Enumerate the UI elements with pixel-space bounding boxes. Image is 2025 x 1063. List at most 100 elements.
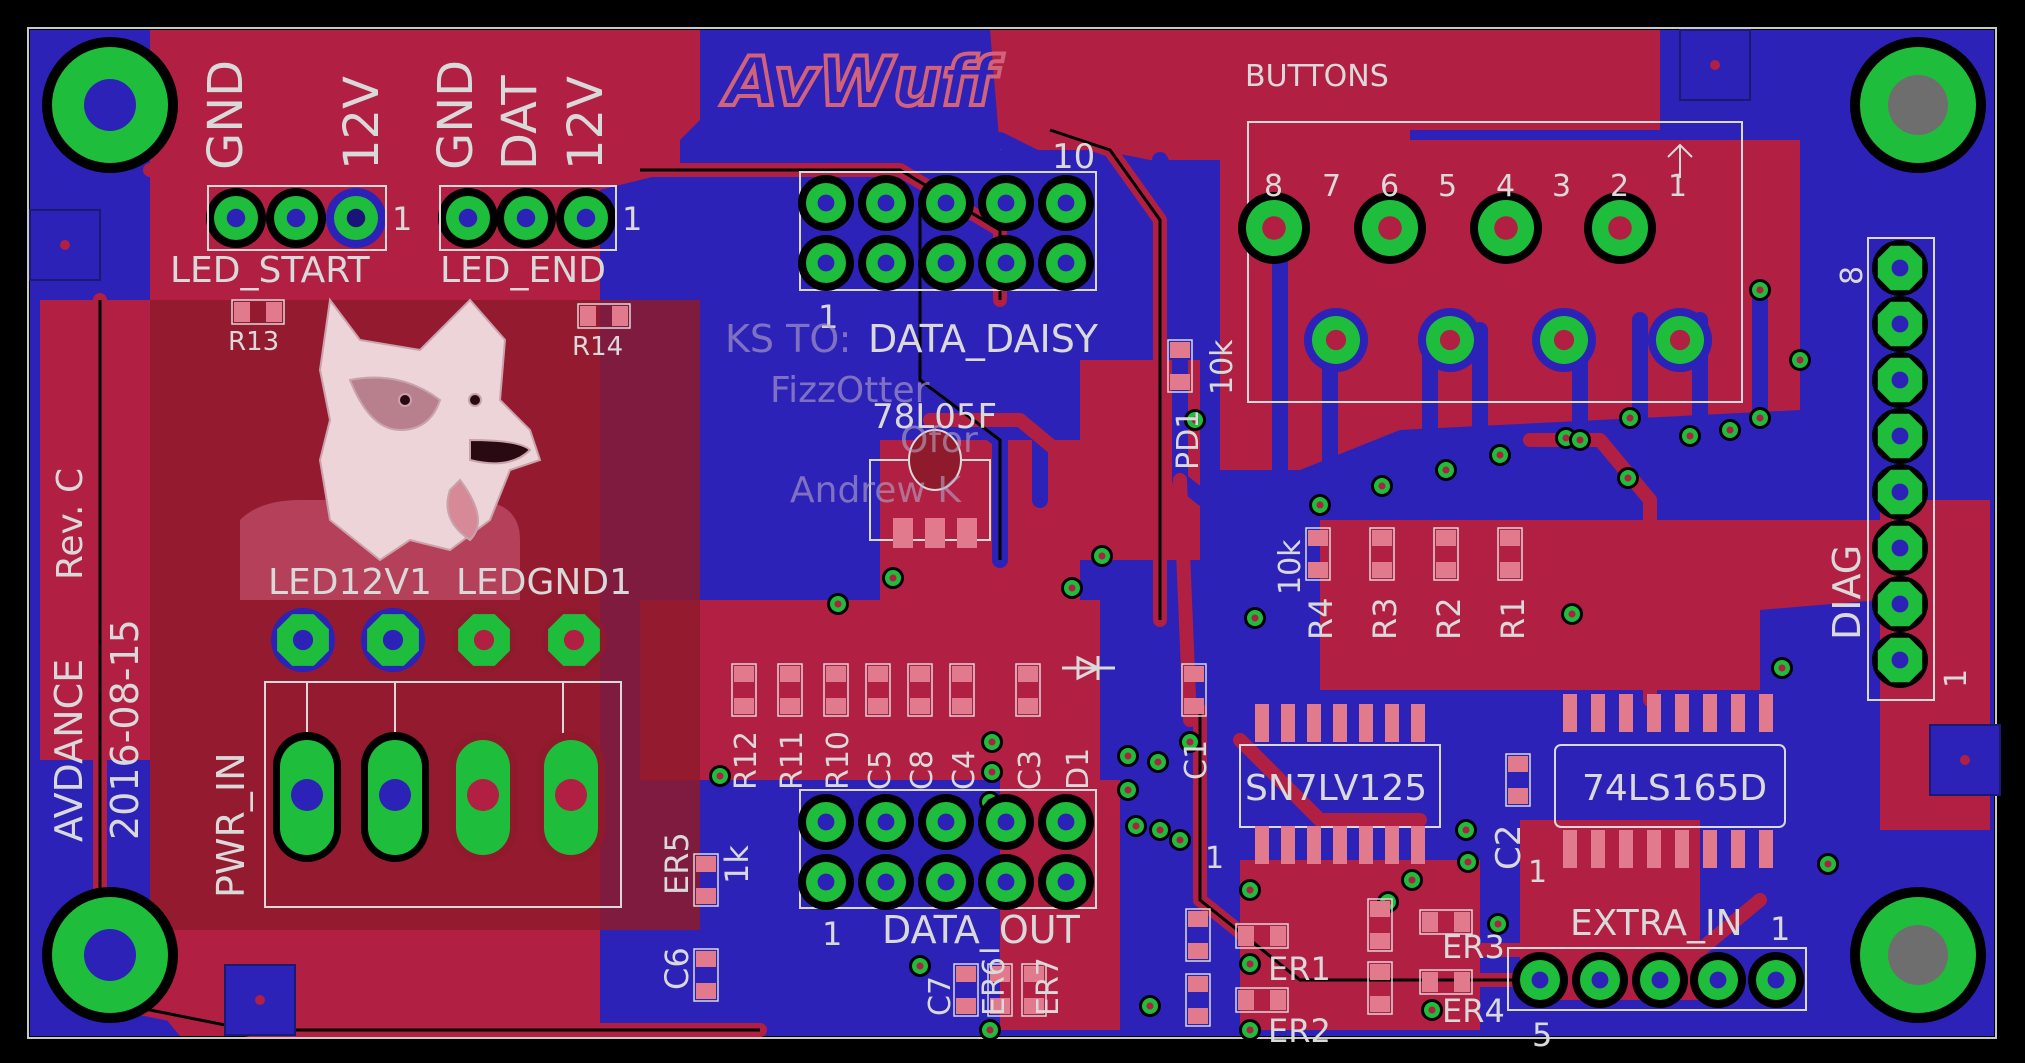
extra-in-pin5: 5 — [1532, 1016, 1552, 1054]
74ls165d-pin-top-5 — [1675, 694, 1689, 732]
led-end-label: LED_END — [440, 250, 606, 291]
left-array-part-1 — [731, 663, 757, 717]
sn7lv125-pin-top-7 — [1411, 704, 1425, 742]
sn7lv125-pin-top-2 — [1281, 704, 1295, 742]
r-array-part-3 — [1433, 527, 1459, 581]
label-d1: D1 — [1061, 748, 1096, 790]
label-c4: C4 — [947, 750, 982, 790]
led-end-pin1: 1 — [622, 200, 642, 238]
ic1-pin1: 1 — [1205, 841, 1224, 876]
thanks-line-1: KS TO: — [725, 317, 851, 361]
out-pin-bottom-5 — [1038, 854, 1094, 910]
74ls165d-pin-bottom-6 — [1703, 830, 1717, 868]
mounting-holes — [42, 37, 1986, 1023]
button-pin-label-3: 3 — [1552, 169, 1571, 204]
left-array-part-3 — [823, 663, 849, 717]
thanks-line-2: FizzOtter — [770, 370, 930, 411]
pin-label-12v-start: 12V — [334, 76, 390, 170]
label-r12: R12 — [729, 731, 764, 790]
pwr-in-terminal — [264, 681, 622, 908]
via-21 — [827, 593, 849, 615]
c7-label: C7 — [923, 976, 958, 1016]
sn7lv125-pin-bottom-7 — [1411, 826, 1425, 864]
pwr-in-slot-4 — [537, 732, 605, 862]
74ls165d-pin-bottom-1 — [1563, 830, 1577, 868]
pin-label-dat-end: DAT — [492, 75, 548, 170]
out-pin-top-2 — [858, 794, 914, 850]
daisy-pin-bottom-1 — [798, 235, 854, 291]
pin-label-gnd-end: GND — [428, 60, 484, 170]
left-array-part-7 — [1015, 663, 1041, 717]
r-array-part-2 — [1369, 527, 1395, 581]
r13-label: R13 — [228, 327, 279, 357]
74ls165d-label: 74LS165D — [1582, 768, 1767, 809]
daisy-pin-bottom-5 — [1038, 235, 1094, 291]
pwr-in-slot-3 — [449, 732, 517, 862]
via-32 — [1149, 819, 1171, 841]
pd1-part — [1167, 339, 1193, 393]
via-5 — [1435, 459, 1457, 481]
r-array-part-4 — [1497, 527, 1523, 581]
via-45 — [1169, 829, 1191, 851]
er5-part — [693, 853, 719, 907]
via-35 — [1401, 869, 1423, 891]
extra-in-pin-4 — [1572, 952, 1628, 1008]
er1-part — [1235, 923, 1289, 949]
button-pad-top-2 — [1354, 192, 1426, 264]
extra-in-pin-5 — [1512, 952, 1568, 1008]
via-34 — [1457, 851, 1479, 873]
left-array-part-8 — [1181, 663, 1207, 717]
74ls165d-pin-bottom-2 — [1591, 830, 1605, 868]
extra-in-pin-1 — [1748, 952, 1804, 1008]
sn7lv125-pin-bottom-3 — [1307, 826, 1321, 864]
sn7lv125-pin-top-4 — [1333, 704, 1347, 742]
er7-label: ER7 — [1031, 957, 1066, 1016]
cap-er2-left — [1185, 973, 1211, 1027]
extra-in-header — [1507, 947, 1807, 1011]
button-pin-label-8: 8 — [1264, 169, 1283, 204]
sn7lv125-pin-bottom-6 — [1385, 826, 1399, 864]
label-r2: R2 — [1430, 597, 1468, 640]
led-start-pin1: 1 — [392, 200, 412, 238]
button-pin-label-2: 2 — [1610, 169, 1629, 204]
led-start-header — [206, 185, 387, 251]
button-pin-label-5: 5 — [1438, 169, 1457, 204]
74ls165d-pin-top-2 — [1591, 694, 1605, 732]
via-19 — [1061, 577, 1083, 599]
daisy-pin-bottom-4 — [978, 235, 1034, 291]
ic-sn7lv125 — [1239, 704, 1441, 864]
label-c8: C8 — [905, 750, 940, 790]
extra-in-pin-3 — [1632, 952, 1688, 1008]
thanks-line-3: Ofor — [900, 420, 978, 461]
via-6 — [1489, 444, 1511, 466]
via-9 — [1679, 425, 1701, 447]
data-daisy-header — [798, 171, 1097, 291]
diag-pin-3 — [1872, 520, 1928, 576]
out-pin-top-1 — [798, 794, 854, 850]
led12v-pad-1 — [271, 608, 335, 672]
sn7lv125-pin-bottom-5 — [1359, 826, 1373, 864]
label-c5: C5 — [863, 750, 898, 790]
pwr-in-slot-2 — [361, 732, 429, 862]
button-pad-bottom-3 — [1532, 308, 1596, 372]
er-bottom-part-2 — [987, 963, 1013, 1017]
c2-part — [1505, 753, 1531, 807]
diag-header — [1867, 237, 1935, 701]
r14-part — [577, 303, 631, 329]
cap-er3-left — [1367, 898, 1393, 952]
extra-in-pin1: 1 — [1770, 910, 1790, 948]
pwr-in-slot-1 — [273, 732, 341, 862]
rev-label: Rev. C — [50, 468, 91, 580]
out-pin-bottom-2 — [858, 854, 914, 910]
brand-logo: AvWuff — [720, 43, 1005, 122]
data-daisy-pin1: 1 — [818, 298, 838, 336]
label-r1: R1 — [1494, 597, 1532, 640]
out-pin-bottom-1 — [798, 854, 854, 910]
74ls165d-pin-top-4 — [1647, 694, 1661, 732]
cap-er4-left — [1367, 961, 1393, 1015]
ic-74ls165d — [1554, 694, 1786, 868]
mounting-hole-bottom-left — [42, 887, 178, 1023]
via-17 — [1771, 657, 1793, 679]
buttons-pads — [1238, 192, 1712, 372]
